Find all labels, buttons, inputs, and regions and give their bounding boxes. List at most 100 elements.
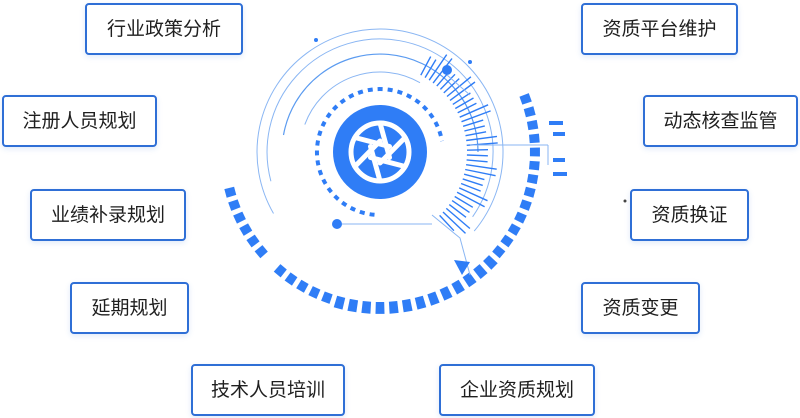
tag-registered-personnel-planning[interactable]: 注册人员规划 — [2, 95, 157, 147]
tick-mark — [420, 56, 432, 76]
arc-segment — [224, 186, 237, 198]
dashed-arc — [314, 87, 444, 217]
arc-segment — [526, 173, 539, 185]
arc-segment — [388, 301, 399, 314]
tick-mark — [465, 164, 497, 170]
radial-ticks — [420, 54, 498, 234]
tick-mark — [428, 54, 448, 81]
concentric-rings — [256, 28, 504, 232]
dot-marker — [442, 65, 452, 75]
arc-segment — [333, 295, 346, 310]
arc-segment — [473, 264, 488, 279]
tag-qualification-change[interactable]: 资质变更 — [581, 282, 700, 334]
tag-performance-supplement-planning[interactable]: 业绩补录规划 — [30, 189, 186, 241]
arc-segment — [273, 264, 287, 278]
arc-segment — [514, 211, 527, 224]
tag-enterprise-qualification-planning[interactable]: 企业资质规划 — [439, 364, 595, 416]
arc-segment — [500, 234, 514, 248]
tick-mark — [466, 154, 488, 157]
tag-technical-staff-training[interactable]: 技术人员培训 — [191, 364, 345, 416]
arc-segment — [526, 119, 539, 131]
dot-marker — [332, 219, 342, 229]
dashed-ring — [314, 87, 444, 217]
bar-marker — [553, 132, 565, 136]
arc-segment — [228, 199, 241, 211]
tick-mark — [439, 73, 456, 90]
tick-mark — [466, 159, 488, 163]
tick-mark — [439, 214, 455, 232]
tick-mark — [445, 207, 471, 230]
tick-mark — [449, 81, 476, 101]
tag-industry-policy-analysis[interactable]: 行业政策分析 — [85, 3, 243, 55]
arc-segment — [414, 295, 427, 310]
tick-mark — [466, 149, 489, 151]
arc-segment — [492, 245, 506, 259]
arrow-marker — [454, 260, 470, 275]
tiny-dot — [623, 199, 627, 203]
tick-mark — [462, 119, 484, 127]
arc-segment — [529, 133, 540, 144]
arc-segment — [523, 106, 536, 118]
tick-mark — [462, 178, 483, 187]
tick-mark — [465, 168, 496, 177]
arc-segment — [233, 211, 246, 224]
outer-thin-ring — [256, 28, 504, 232]
tag-qualification-platform-maintenance[interactable]: 资质平台维护 — [581, 3, 738, 55]
bar-marker — [549, 121, 563, 125]
arc-segment — [523, 186, 536, 198]
tag-extension-planning[interactable]: 延期规划 — [70, 282, 189, 334]
arc-segment — [239, 223, 253, 236]
arc-segment — [321, 291, 333, 304]
tick-mark — [448, 204, 467, 218]
arc-segment — [401, 298, 413, 313]
arc-segment — [529, 147, 540, 157]
aperture-blade — [377, 120, 392, 160]
bar-marker — [553, 172, 567, 176]
small-dot — [468, 60, 472, 64]
center-circle — [333, 105, 427, 199]
tick-mark — [454, 97, 474, 110]
arc-segment — [296, 279, 309, 293]
inner-thin-ring — [282, 53, 479, 153]
arc-segment — [529, 160, 540, 171]
center-badge — [333, 105, 427, 199]
arc-segment — [519, 93, 532, 105]
tick-mark — [465, 131, 487, 137]
bar-marker — [553, 158, 565, 162]
tick-mark — [463, 173, 485, 181]
tag-dynamic-inspection-supervision[interactable]: 动态核查监管 — [643, 95, 798, 147]
arc-segment — [483, 255, 498, 270]
arc-segment — [451, 279, 465, 295]
tick-mark — [459, 104, 489, 118]
second-thin-ring — [266, 38, 494, 218]
decorative-markers — [314, 38, 627, 276]
arc-segment — [462, 272, 477, 288]
outer-segment-arc — [224, 93, 540, 314]
arc-segment — [308, 286, 321, 299]
tick-mark — [451, 200, 470, 213]
arc-segment — [246, 234, 260, 248]
camera-aperture-icon — [348, 120, 412, 184]
arc-segment — [361, 301, 372, 314]
tick-mark — [454, 195, 474, 208]
connector-line — [446, 74, 471, 96]
arc-segment — [507, 223, 521, 236]
tick-mark — [452, 92, 471, 105]
arc-segment — [347, 298, 359, 313]
small-dot — [314, 38, 318, 42]
arc-segment — [254, 245, 268, 259]
tag-qualification-renewal[interactable]: 资质换证 — [630, 189, 749, 241]
tick-mark — [460, 182, 481, 192]
tick-mark — [443, 78, 460, 94]
tick-mark — [442, 211, 466, 234]
arc-segment — [439, 286, 453, 301]
arc-segment — [519, 199, 532, 211]
tick-mark — [446, 76, 472, 98]
tick-mark — [458, 187, 488, 202]
tick-mark — [466, 135, 498, 142]
tick-mark — [424, 59, 437, 78]
innermost-ring — [304, 71, 421, 125]
arc-segment — [284, 272, 298, 286]
tick-mark — [456, 191, 485, 208]
